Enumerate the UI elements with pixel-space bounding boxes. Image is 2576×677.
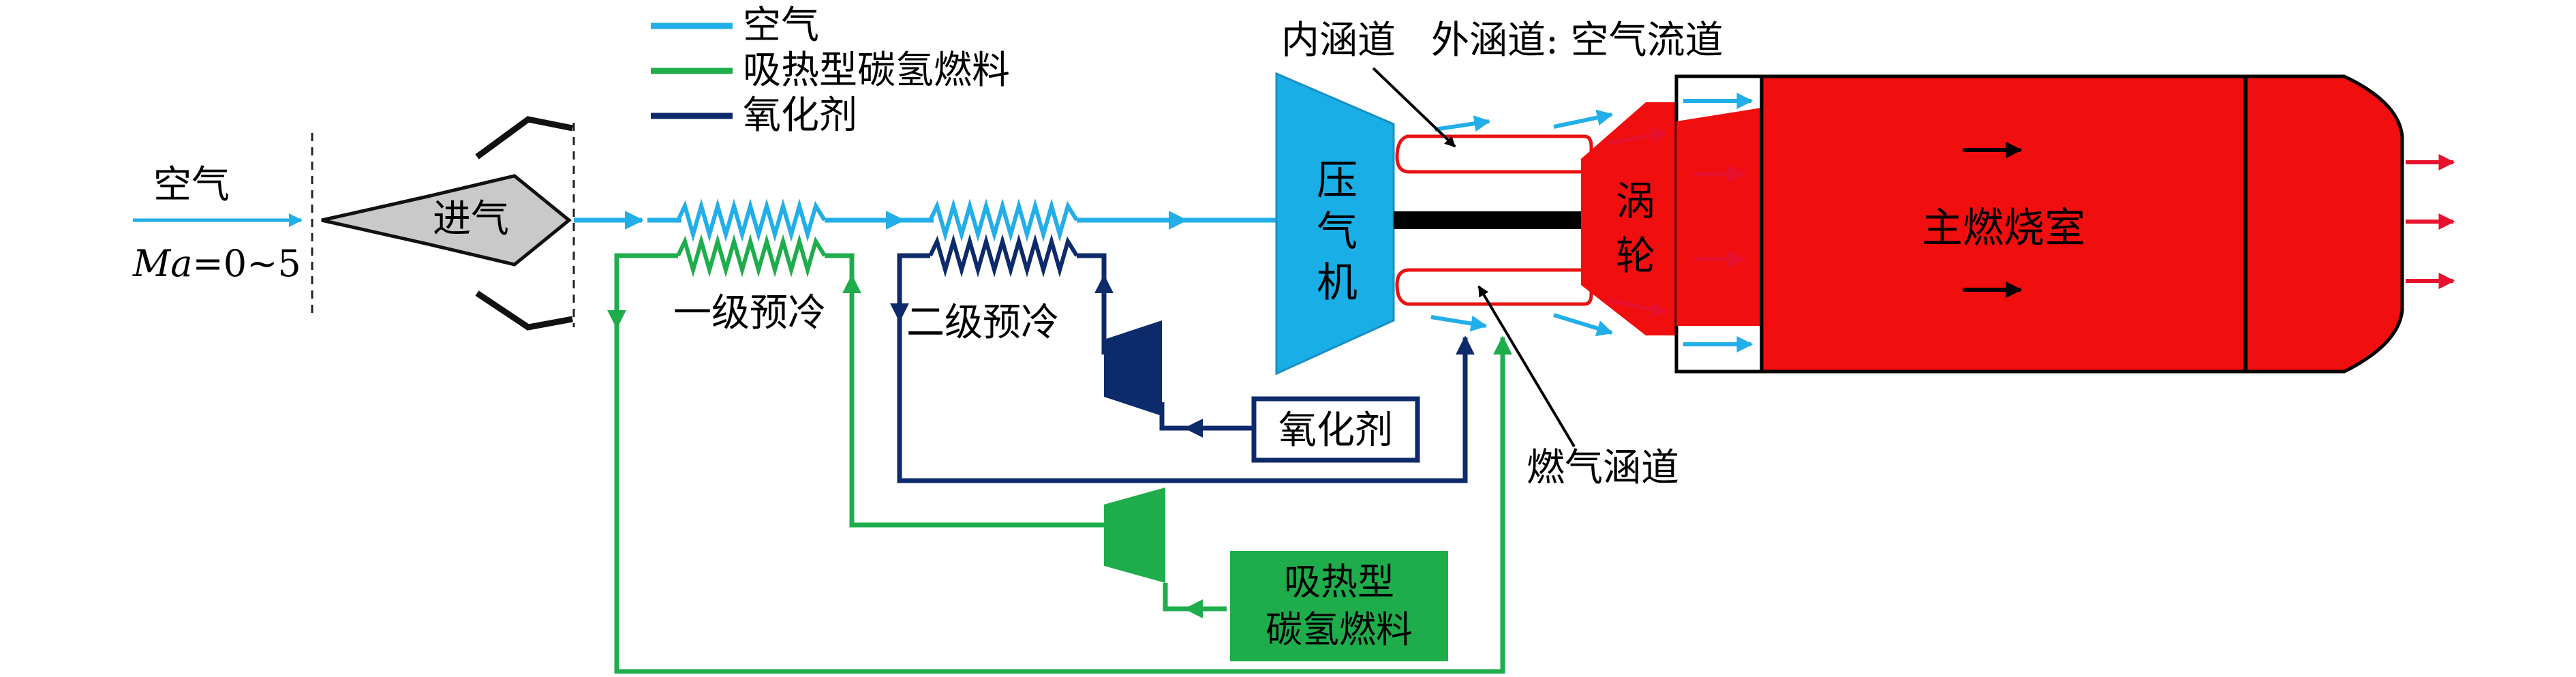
bypass-arrow-5 — [1553, 313, 1614, 337]
precooler2-oxidizer-coil — [928, 234, 1079, 277]
oxidizer-supply-line — [1077, 253, 1107, 355]
legend-air-label: 空气 — [743, 3, 819, 48]
compressor-label-1: 压 — [1317, 157, 1358, 205]
fuel-tank-label-line1: 吸热型 — [1284, 560, 1394, 603]
gas-duct-leader-line — [1477, 285, 1576, 448]
bypass-arrow-1 — [1434, 115, 1491, 132]
precooler-stage1: 一级预冷 — [673, 198, 827, 335]
fuel-return-line — [614, 253, 1505, 674]
oxidizer-return-line — [897, 253, 1468, 483]
inlet-center-cone — [321, 174, 572, 267]
exhaust-arrows — [2406, 154, 2455, 289]
precooler2-air-coil — [928, 198, 1079, 242]
fuel-pump-icon — [1104, 487, 1165, 583]
turbine-label-1: 涡 — [1616, 178, 1655, 224]
oxidizer-tank-label: 氧化剂 — [1278, 408, 1393, 453]
gas-duct-label: 燃气涵道 — [1527, 446, 1679, 490]
precooler1-fuel-coil — [676, 234, 827, 277]
inlet-cowl-upper — [475, 116, 573, 160]
compressor-label-2: 气 — [1317, 208, 1358, 256]
fuel-loop — [607, 253, 1512, 674]
inlet: 空气 Ma=0~5 进气 — [132, 116, 575, 331]
legend: 空气 吸热型碳氢燃料 氧化剂 — [651, 3, 1010, 138]
outer-duct-label: 外涵道: 空气流道 — [1431, 18, 1723, 63]
compressor — [1275, 72, 1395, 376]
precooler-stage2: 二级预冷 — [906, 198, 1079, 345]
combustor-label: 主燃烧室 — [1922, 205, 2085, 252]
intake-label: 进气 — [433, 197, 509, 241]
oxidizer-pump-icon — [1104, 320, 1162, 416]
fuel-tank — [1230, 551, 1448, 661]
gas-duct-fill — [1676, 121, 1762, 326]
inner-duct-label: 内涵道 — [1281, 18, 1396, 63]
legend-oxidizer-label: 氧化剂 — [743, 93, 857, 138]
bypass-arrow-4 — [1430, 315, 1488, 332]
fuel-pump-outlet-line — [1163, 583, 1227, 612]
turbine — [1581, 102, 1676, 335]
turbine-exit-arrow-1 — [1608, 127, 1668, 145]
oxidizer-tank — [1251, 396, 1420, 463]
precooler1-air-coil — [676, 198, 827, 242]
inlet-air-label: 空气 — [153, 163, 230, 207]
inner-duct-upper — [1395, 134, 1593, 174]
inner-duct-leader-line — [1372, 67, 1456, 148]
oxidizer-pump-outlet-line — [1159, 402, 1251, 431]
inner-duct-lower — [1395, 268, 1593, 306]
legend-fuel-label: 吸热型碳氢燃料 — [743, 48, 1010, 93]
gas-duct-blue-arrows — [1683, 93, 1753, 352]
turbine-exit-arrows — [1608, 127, 1747, 318]
turbine-exit-arrow-4 — [1608, 298, 1668, 318]
engine-shaft — [1394, 211, 1615, 229]
bypass-arrow-2 — [1553, 109, 1614, 129]
precooler2-label: 二级预冷 — [906, 301, 1059, 345]
inlet-cowl-lower — [475, 290, 573, 331]
fuel-tank-label-line2: 碳氢燃料 — [1266, 608, 1413, 651]
turbine-label-2: 轮 — [1616, 232, 1655, 279]
mach-number-label: Ma=0~5 — [132, 242, 301, 285]
exhaust-nozzle — [2243, 74, 2404, 374]
compressor-label-3: 机 — [1317, 259, 1358, 307]
combustor-arrows — [1963, 142, 2023, 298]
fuel-supply-line — [825, 253, 1104, 528]
gas-duct-stripe-top — [1676, 108, 1762, 121]
precooler1-label: 一级预冷 — [673, 291, 826, 335]
